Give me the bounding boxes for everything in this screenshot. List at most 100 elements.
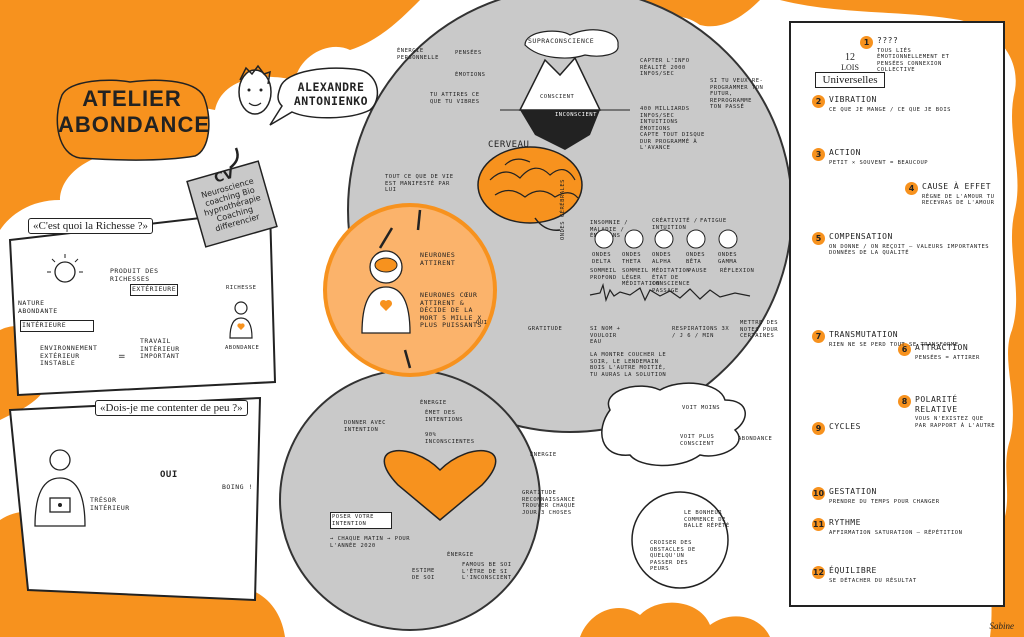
loi-note: AFFIRMATION SATURATION — RÉPÉTITION — [829, 529, 963, 536]
loi-note: PETIT × SOUVENT = BEAUCOUP — [829, 159, 929, 166]
loi-number-badge: 11 — [812, 518, 825, 531]
neurone-person-icon — [361, 250, 411, 334]
capter-text: CAPTER L'INFO RÉALITÉ 2000 INFOS/SEC — [640, 58, 690, 77]
inconscient-label: INCONSCIENT — [555, 112, 597, 118]
brain-wave-line — [589, 282, 751, 303]
supraconscience-cloud — [524, 29, 619, 59]
wave-desc-1: SOMMEIL PROFOND — [590, 268, 617, 281]
wave-beta: ONDES BÊTA — [686, 252, 706, 265]
emotions-label: ÉMOTIONS — [455, 72, 486, 78]
contenter-question: «Dois-je me contenter de peu ?» — [95, 400, 248, 416]
energie-2: ÉNERGIE — [447, 552, 474, 558]
title-line-1: ATELIER — [82, 86, 182, 111]
loi-label: ÉQUILIBRE — [829, 566, 877, 575]
speaker-name: ALEXANDRE ANTONIENKO — [293, 80, 369, 108]
conscient-label: CONSCIENT — [540, 94, 575, 100]
loi-label: COMPENSATION — [829, 232, 893, 241]
respirations-text: RESPIRATIONS 3x / J 6 / min — [672, 326, 730, 339]
orange-cloud-top-left — [0, 0, 420, 230]
produit-richesses: PRODUIT DES RICHESSES — [110, 267, 159, 283]
gratitude-text: GRATITUDE RECONNAISSANCE TROUVER CHAQUE … — [522, 490, 576, 516]
loi-number-badge: 2 — [812, 95, 825, 108]
title-blob-shape — [56, 79, 210, 161]
heart-icon — [383, 450, 497, 521]
loi-label: TRANSMUTATION — [829, 330, 899, 339]
environnement-text: ENVIRONNEMENT EXTÉRIEUR INSTABLE — [40, 344, 98, 367]
boing-label: BOING ! — [222, 483, 253, 491]
hands-text-2: CROISER DES OBSTACLES DE QUELQU'UN PASSE… — [650, 540, 696, 572]
ondes-cerebrales-label: ONDES CÉRÉBRALES — [560, 179, 566, 240]
wave-faces — [594, 229, 738, 249]
info-sec-text: 400 MILLIARDS INFOS/SEC INTUITIONS ÉMOTI… — [640, 106, 690, 132]
loi-label: ACTION — [829, 148, 861, 157]
lois-title: 12 LOIS Universelles — [815, 52, 885, 88]
loi-note: CE QUE JE MANGE / CE QUE JE BOIS — [829, 106, 951, 113]
loi-note: TOUS LIÉS ÉMOTIONNELLEMENT ET PENSÉES CO… — [877, 47, 950, 74]
loi-note: ON DONNE / ON REÇOIT — VALEURS IMPORTANT… — [829, 243, 990, 257]
loi-label: VIBRATION — [829, 95, 877, 104]
speaker-bubble — [269, 67, 379, 126]
tresor-label: TRÉSOR INTÉRIEUR — [90, 496, 130, 512]
oui-label: OUI — [160, 470, 178, 480]
loi-label: CYCLES — [829, 422, 861, 431]
loi-note: RÈGNE DE L'AMOUR TU RECEVRAS DE L'AMOUR — [922, 193, 995, 207]
brain-icon — [477, 146, 583, 231]
inconscientes: 90% INCONSCIENTES — [425, 432, 475, 445]
loi-number-badge: 3 — [812, 148, 825, 161]
loi-number-badge: 10 — [812, 487, 825, 500]
exterieure-label: EXTÉRIEURE — [130, 284, 179, 296]
loi-item: 11 RYTHME AFFIRMATION SATURATION — RÉPÉTIT… — [812, 518, 992, 536]
iceberg-icon — [500, 56, 630, 150]
cerveau-label: CERVEAU — [488, 140, 530, 150]
poser-intention: POSER VOTRE INTENTION — [330, 512, 392, 529]
energie-3: ÉNERGIE — [530, 452, 557, 458]
cv-card-shape — [186, 160, 278, 248]
wave-alpha: ONDES ALPHA — [652, 252, 672, 265]
loi-number-badge: 8 — [898, 395, 911, 408]
energie-1: ÉNERGIE — [420, 400, 447, 406]
energie-personnelle: ÉNERGIE PERSONNELLE — [397, 48, 439, 61]
donner-intention: DONNER AVEC INTENTION — [344, 420, 386, 433]
loi-item: 8 POLARITÉ RELATIVE VOUS N'EXISTEZ QUE PAR… — [898, 395, 998, 429]
loi-item: 2 VIBRATION CE QUE JE MANGE / CE QUE JE BO… — [812, 95, 992, 113]
loi-number-badge: 12 — [812, 566, 825, 579]
orange-cloud-bottom-right — [580, 602, 770, 637]
wave-desc-4: PAUSE — [688, 268, 708, 274]
richesse-label: RICHESSE — [226, 285, 257, 291]
tresor-person-icon — [34, 449, 86, 527]
neurones-attirent: NEURONES ATTIRENT — [420, 251, 456, 267]
heart-circle — [279, 369, 541, 631]
face-delta-icon — [594, 229, 614, 249]
wave-desc-2: SOMMEIL LÉGER MÉDITATION — [622, 268, 661, 287]
attires-text: TU ATTIRES CE QUE TU VIBRES — [430, 92, 480, 105]
loi-label: ATTRACTION — [915, 343, 969, 352]
voit-plus: VOIT PLUS CONSCIENT — [680, 434, 715, 447]
voit-moins: VOIT MOINS — [682, 405, 721, 411]
face-alpha-icon — [654, 229, 674, 249]
wave-gamma: ONDES GAMMA — [718, 252, 738, 265]
capte-tout-text: CAPTE TOUT DISQUE DUR PROGRAMMÉ À L'AVAN… — [640, 132, 705, 151]
emet-intentions: ÉMET DES INTENTIONS — [425, 410, 464, 423]
pensees-label: PENSÉES — [455, 50, 482, 56]
face-theta-icon — [624, 229, 644, 249]
loi-label: RYTHME — [829, 518, 861, 527]
loi-label: POLARITÉ RELATIVE — [915, 395, 958, 414]
wave-desc-3: MÉDITATION ÉTAT DE CONSCIENCE PASSAGE — [652, 268, 691, 294]
chaque-matin: → CHAQUE MATIN → POUR L'ANNÉE 2020 — [330, 536, 411, 549]
oui-badge: OUI — [476, 320, 488, 326]
tout-vie-text: TOUT CE QUE DE VIE EST MANIFESTÉ PAR LUI — [385, 174, 454, 193]
flow-arrows — [229, 147, 422, 369]
loi-note: VOUS N'EXISTEZ QUE PAR RAPPORT À L'AUTRE — [915, 416, 996, 429]
nature-abondante: NATURE ABONDANTE — [18, 299, 58, 315]
artist-signature: Sabine — [989, 621, 1015, 631]
travail-text: TRAVAIL INTÉRIEUR IMPORTANT — [140, 337, 180, 360]
interieure-label: INTÉRIEURE — [20, 320, 94, 332]
wave-header-2: CRÉATIVITÉ / INTUITION — [652, 218, 698, 231]
richesse-question: «C'est quoi la Richesse ?» — [28, 218, 154, 234]
sinequoi-text: SI NOM + VOULOIR EAU — [590, 326, 621, 345]
loi-label: GESTATION — [829, 487, 877, 496]
wave-theta: ONDES THETA — [622, 252, 642, 265]
